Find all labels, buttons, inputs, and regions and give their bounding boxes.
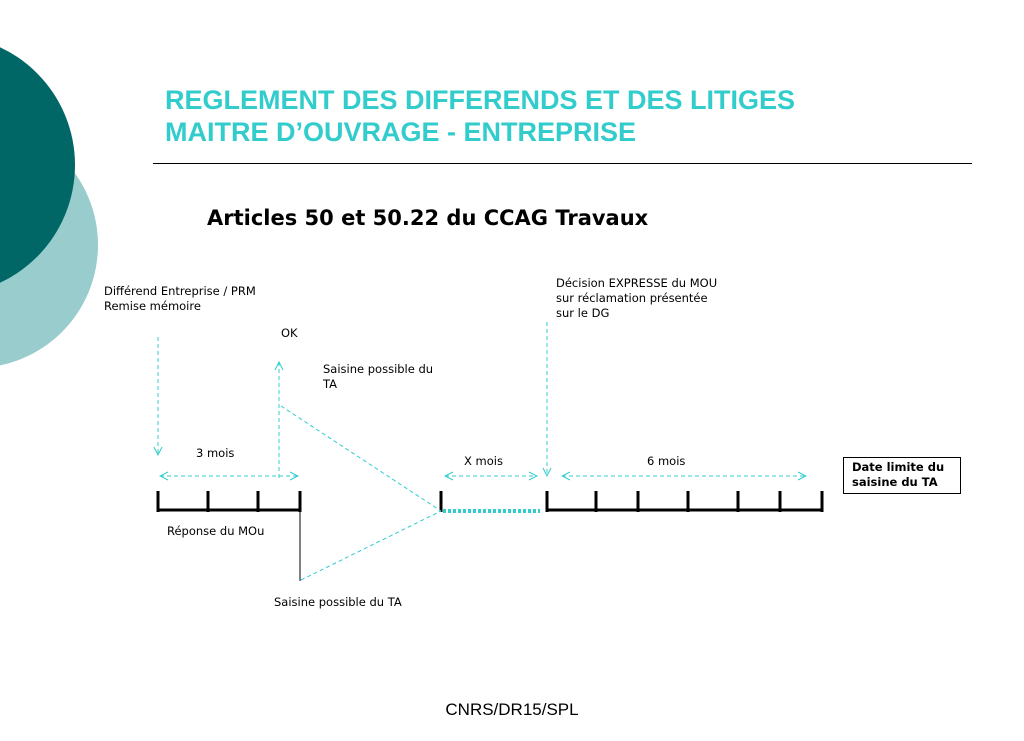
- differend-label: Différend Entreprise / PRM Remise mémoir…: [104, 284, 256, 313]
- six-months-label: 6 mois: [647, 454, 686, 468]
- decorative-circles: [0, 47, 98, 366]
- title-divider: [153, 163, 972, 164]
- ok-label: OK: [281, 326, 298, 340]
- title-line-1: REGLEMENT DES DIFFERENDS ET DES LITIGES: [165, 85, 796, 115]
- footer-text: CNRS/DR15/SPL: [445, 700, 579, 719]
- title-line-2: MAITRE D’OUVRAGE - ENTREPRISE: [165, 117, 637, 147]
- three-months-label: 3 mois: [196, 446, 235, 460]
- diagram-subtitle: Articles 50 et 50.22 du CCAG Travaux: [207, 206, 649, 230]
- reponse-label: Réponse du MOu: [167, 524, 265, 538]
- saisine-upper-label: Saisine possible du TA: [323, 362, 434, 391]
- x-months-label: X mois: [464, 454, 503, 468]
- saisine-upper-connector: [280, 405, 442, 512]
- timeline-segment-x-months: [439, 491, 540, 513]
- timeline-segment-3-months: [156, 491, 302, 512]
- page-title: REGLEMENT DES DIFFERENDS ET DES LITIGES …: [165, 84, 795, 148]
- deadline-box: Date limite du saisine du TA: [843, 457, 961, 494]
- decision-label: Décision EXPRESSE du MOU sur réclamation…: [556, 276, 718, 320]
- dark-teal-circle: [0, 47, 75, 283]
- saisine-lower-connector: [300, 510, 442, 581]
- saisine-lower-label: Saisine possible du TA: [274, 595, 402, 609]
- timeline-segment-6-months: [545, 491, 824, 512]
